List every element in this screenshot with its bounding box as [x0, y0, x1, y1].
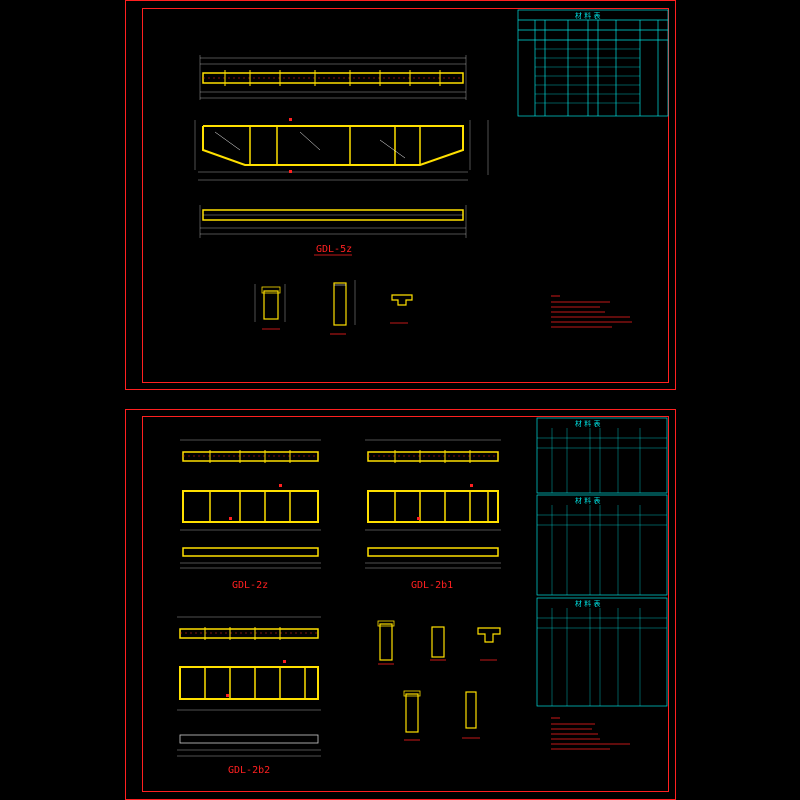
top-sheet-outer-frame	[125, 0, 676, 390]
bottom-sheet-inner-frame	[142, 416, 669, 792]
gdl2z-drawing	[180, 439, 321, 569]
gdl5z-plan-strip	[199, 205, 467, 238]
gdl5z-beam-label: GDL-5z	[316, 244, 352, 255]
bottom-material-table-title-2: 材 料 表	[575, 496, 600, 505]
bottom-material-tables	[536, 417, 668, 707]
top-material-table	[517, 9, 669, 117]
gdl2b2-drawing	[177, 616, 321, 757]
top-sheet-inner-frame	[142, 8, 669, 383]
top-material-table-title: 材 料 表	[575, 11, 600, 20]
top-notes	[551, 295, 632, 328]
bottom-material-table-title-3: 材 料 表	[575, 599, 600, 608]
bottom-notes	[551, 717, 630, 750]
bottom-sheet: GDL-2z GDL-2b1	[125, 409, 676, 800]
bottom-sections	[377, 620, 501, 741]
gdl2b2-beam-label: GDL-2b2	[228, 765, 270, 776]
gdl5z-top-strip	[199, 55, 467, 100]
gdl5z-section-3	[390, 294, 413, 324]
gdl2z-beam-label: GDL-2z	[232, 580, 268, 591]
gdl2b1-drawing	[365, 439, 501, 569]
top-sheet: GDL-5z	[125, 0, 676, 390]
gdl5z-elevation	[194, 118, 489, 181]
bottom-material-table-title-1: 材 料 表	[575, 419, 600, 428]
gdl2b1-beam-label: GDL-2b1	[411, 580, 453, 591]
gdl5z-section-2	[330, 280, 356, 335]
gdl5z-section-1	[254, 284, 286, 330]
